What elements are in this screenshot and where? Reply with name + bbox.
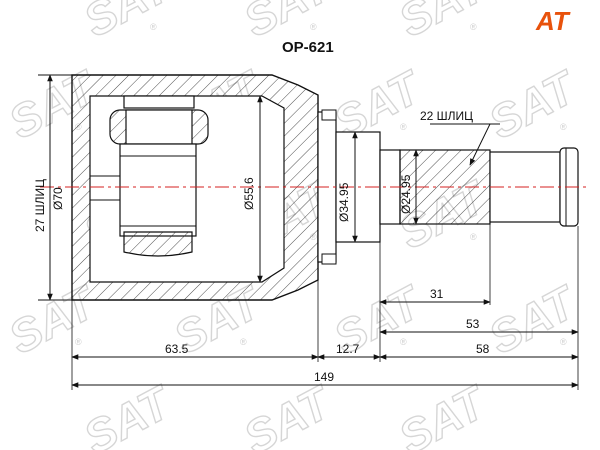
dim-31: 31: [430, 287, 444, 301]
housing-diameter-label: Ø55.6: [242, 177, 256, 210]
watermark-sat: SAT: [75, 374, 181, 450]
svg-text:®: ®: [560, 122, 567, 132]
svg-text:®: ®: [400, 122, 407, 132]
diameter-lines: [38, 74, 419, 301]
shaft-diameter-label: Ø24.95: [399, 174, 413, 214]
watermark-sat: SAT: [480, 274, 586, 363]
watermark-sat: SAT: [390, 374, 496, 450]
dim-53: 53: [466, 317, 480, 331]
svg-text:®: ®: [560, 337, 567, 347]
part-number-title: OP-621: [282, 39, 334, 56]
at-logo: AT: [535, 6, 571, 36]
seal-diameter-label: Ø34.95: [337, 182, 351, 222]
tripod-assembly: [90, 95, 209, 257]
outer-diameter-label: Ø70: [51, 187, 65, 210]
svg-text:®: ®: [470, 22, 477, 32]
watermark-sat: SAT: [480, 59, 586, 148]
dim-58: 58: [476, 342, 490, 356]
svg-text:®: ®: [310, 22, 317, 32]
svg-text:®: ®: [75, 337, 82, 347]
watermark-sat: SAT: [390, 0, 496, 47]
watermark-sat: SAT: [235, 374, 341, 450]
svg-text:®: ®: [150, 22, 157, 32]
dim-149: 149: [314, 370, 334, 384]
outer-splines-label: 27 ШЛИЦ: [33, 179, 47, 232]
shaft-splines-label: 22 ШЛИЦ: [420, 109, 473, 123]
svg-text:®: ®: [400, 337, 407, 347]
dim-63-5: 63.5: [165, 342, 189, 356]
svg-text:AT: AT: [535, 6, 571, 36]
splines-arrow: [469, 123, 491, 166]
dimension-lines: [71, 299, 579, 388]
svg-text:®: ®: [240, 337, 247, 347]
dim-12-7: 12.7: [336, 342, 360, 356]
watermark-sat: SAT: [75, 0, 181, 47]
svg-text:®: ®: [470, 232, 477, 242]
